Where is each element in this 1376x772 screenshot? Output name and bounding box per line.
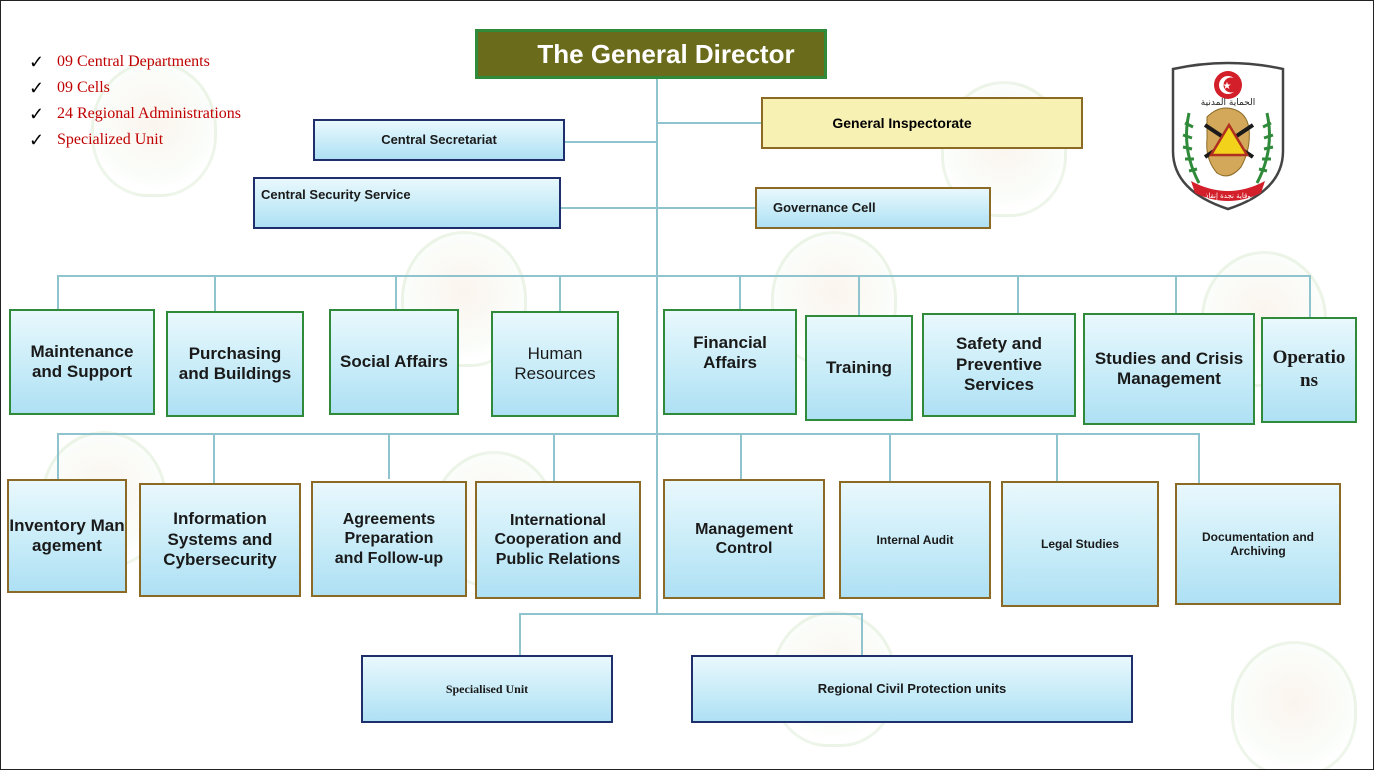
- department-box: Human Resources: [491, 311, 619, 417]
- drop-line: [388, 433, 390, 479]
- department-box: Maintenance and Support: [9, 309, 155, 415]
- drop-line: [1056, 433, 1058, 481]
- drop-line: [1017, 275, 1019, 313]
- checkmark-icon: ✓: [29, 103, 45, 124]
- cell-box: Agreements Preparation and Follow-up: [311, 481, 467, 597]
- watermark-emblem: [91, 61, 217, 197]
- drop-line: [553, 433, 555, 481]
- drop-line: [861, 613, 863, 655]
- drop-line: [1198, 433, 1200, 483]
- central-secretariat-box: Central Secretariat: [313, 119, 565, 161]
- department-box: Purchasing and Buildings: [166, 311, 304, 417]
- drop-line: [57, 433, 59, 479]
- department-box: Financial Affairs: [663, 309, 797, 415]
- checkmark-icon: ✓: [29, 77, 45, 98]
- drop-line: [740, 433, 742, 479]
- summary-item: ✓24 Regional Administrations: [29, 103, 241, 124]
- drop-line: [1175, 275, 1177, 313]
- governance-cell-box: Governance Cell: [755, 187, 991, 229]
- main-trunk-line: [656, 79, 658, 615]
- cells-bus: [57, 433, 1199, 435]
- emblem-top-text: الحماية المدنية: [1201, 98, 1255, 108]
- cell-box: Legal Studies: [1001, 481, 1159, 607]
- summary-item: ✓Specialized Unit: [29, 129, 164, 150]
- drop-line: [57, 275, 59, 309]
- civil-protection-emblem: ★ الحماية المدنية وقاية نجدة إنقاذ: [1171, 61, 1285, 211]
- general-director-box: The General Director: [475, 29, 827, 79]
- cell-box: Documentation and Archiving: [1175, 483, 1341, 605]
- drop-line: [858, 275, 860, 315]
- drop-line: [213, 433, 215, 483]
- watermark-emblem: [1231, 641, 1357, 769]
- connector-security: [559, 207, 657, 209]
- drop-line: [889, 433, 891, 481]
- drop-line: [1309, 275, 1311, 317]
- checkmark-icon: ✓: [29, 129, 45, 150]
- department-box: Social Affairs: [329, 309, 459, 415]
- drop-line: [519, 613, 521, 655]
- cell-box: Information Systems and Cybersecurity: [139, 483, 301, 597]
- specialised-unit-box: Specialised Unit: [361, 655, 613, 723]
- department-box: Training: [805, 315, 913, 421]
- regional-civil-protection-box: Regional Civil Protection units: [691, 655, 1133, 723]
- connector-secretariat: [563, 141, 657, 143]
- cell-box: Management Control: [663, 479, 825, 599]
- drop-line: [559, 275, 561, 311]
- bottom-bus: [519, 613, 863, 615]
- general-inspectorate-box: General Inspectorate: [761, 97, 1083, 149]
- connector-inspectorate: [657, 122, 761, 124]
- summary-item: ✓09 Cells: [29, 77, 110, 98]
- summary-list: ✓09 Central Departments ✓09 Cells ✓24 Re…: [29, 49, 241, 153]
- drop-line: [739, 275, 741, 309]
- summary-item: ✓09 Central Departments: [29, 51, 210, 72]
- departments-bus: [57, 275, 1311, 277]
- department-box: Studies and Crisis Management: [1083, 313, 1255, 425]
- cell-box: Inventory Management: [7, 479, 127, 593]
- emblem-bottom-text: وقاية نجدة إنقاذ: [1205, 192, 1251, 200]
- drop-line: [214, 275, 216, 311]
- checkmark-icon: ✓: [29, 51, 45, 72]
- drop-line: [395, 275, 397, 309]
- cell-box: International Cooperation and Public Rel…: [475, 481, 641, 599]
- department-box: Operations: [1261, 317, 1357, 423]
- department-box: Safety and Preventive Services: [922, 313, 1076, 417]
- cell-box: Internal Audit: [839, 481, 991, 599]
- central-security-service-box: Central Security Service: [253, 177, 561, 229]
- connector-governance: [657, 207, 755, 209]
- svg-text:★: ★: [1223, 81, 1232, 92]
